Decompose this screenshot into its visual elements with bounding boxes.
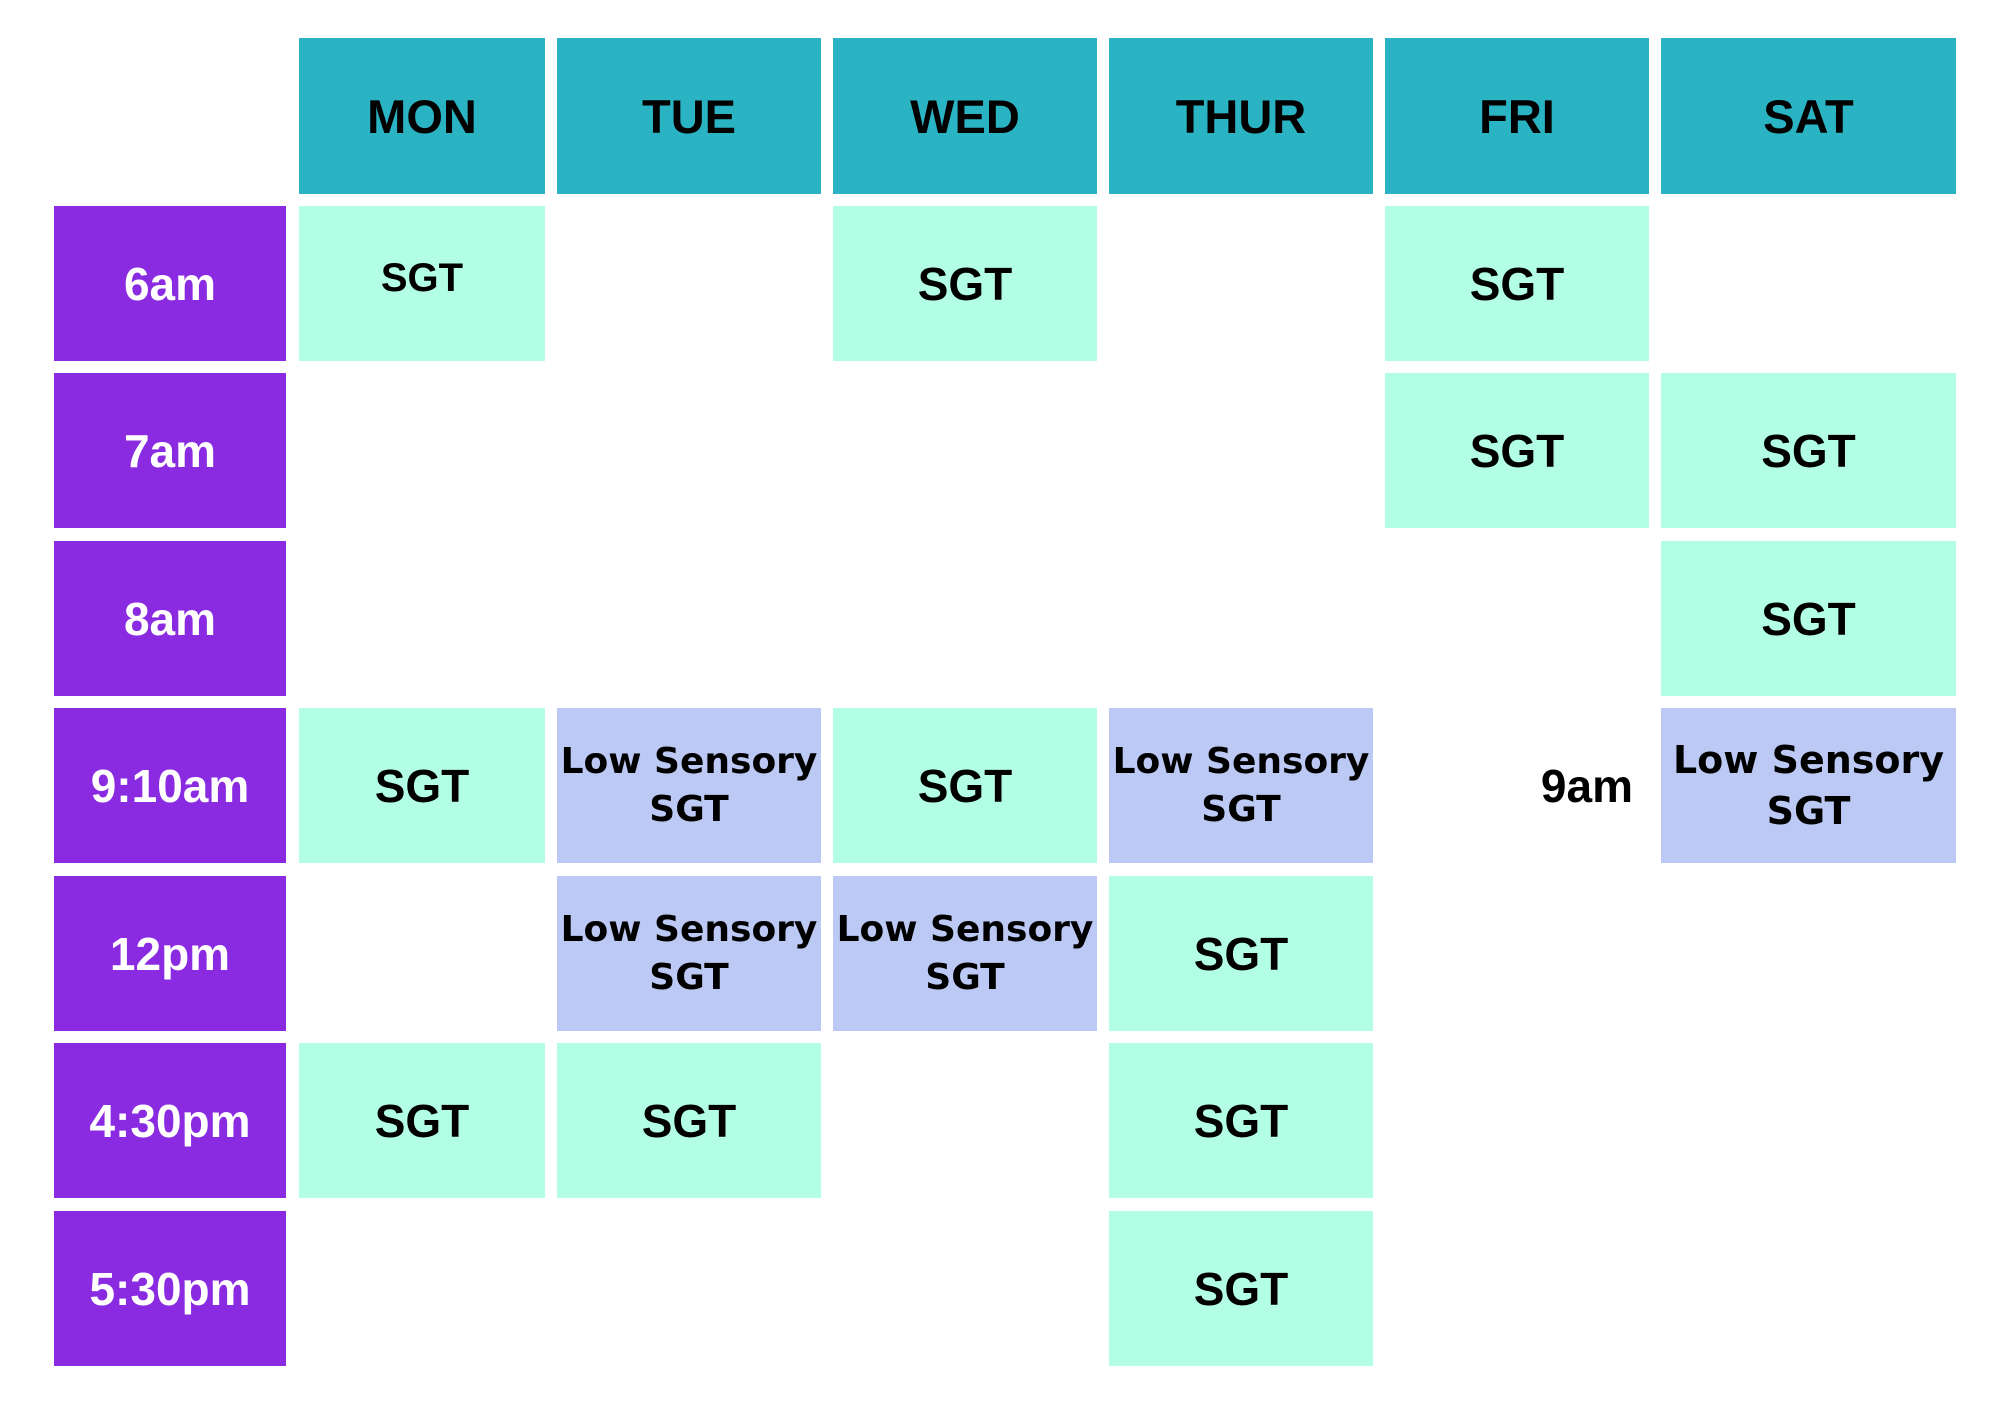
session-thur-12pm: SGT bbox=[1109, 876, 1373, 1031]
time-label-430pm: 4:30pm bbox=[54, 1043, 286, 1198]
day-header-tue: TUE bbox=[557, 38, 821, 194]
session-mon-6am: SGT bbox=[299, 206, 545, 361]
session-wed-6am: SGT bbox=[833, 206, 1097, 361]
day-header-thur: THUR bbox=[1109, 38, 1373, 194]
time-label-530pm: 5:30pm bbox=[54, 1211, 286, 1366]
session-thur-430pm: SGT bbox=[1109, 1043, 1373, 1198]
day-header-sat: SAT bbox=[1661, 38, 1956, 194]
session-thur-530pm: SGT bbox=[1109, 1211, 1373, 1366]
fri-time-note: 9am bbox=[1540, 759, 1633, 812]
session-sat-7am: SGT bbox=[1661, 373, 1956, 528]
session-tue-430pm: SGT bbox=[557, 1043, 821, 1198]
time-label-8am: 8am bbox=[54, 541, 286, 696]
session-mon-430pm: SGT bbox=[299, 1043, 545, 1198]
time-label-7am: 7am bbox=[54, 373, 286, 528]
session-sat-8am: SGT bbox=[1661, 541, 1956, 696]
session-fri-6am: SGT bbox=[1385, 206, 1649, 361]
session-wed-910am: SGT bbox=[833, 708, 1097, 863]
session-mon-910am: SGT bbox=[299, 708, 545, 863]
time-label-910am: 9:10am bbox=[54, 708, 286, 863]
day-header-wed: WED bbox=[833, 38, 1097, 194]
day-header-fri: FRI bbox=[1385, 38, 1649, 194]
time-label-12pm: 12pm bbox=[54, 876, 286, 1031]
session-fri-7am: SGT bbox=[1385, 373, 1649, 528]
time-label-6am: 6am bbox=[54, 206, 286, 361]
day-header-mon: MON bbox=[299, 38, 545, 194]
